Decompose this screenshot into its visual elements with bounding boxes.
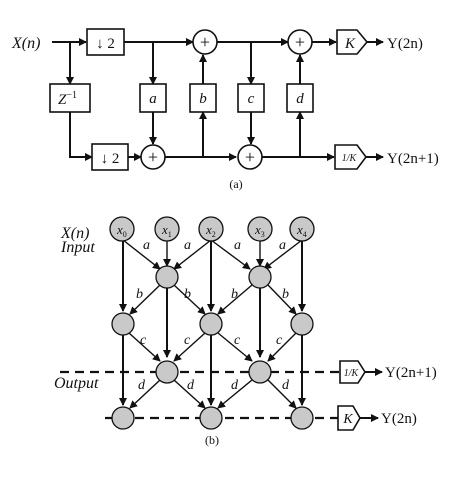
svg-text:Z−1: Z−1 <box>58 90 77 108</box>
adder-bottom-2-symbol: + <box>245 147 255 167</box>
edge-label-c: c <box>276 333 283 348</box>
downsample-label-top: ↓ 2 <box>96 36 115 52</box>
gain-label-inv-k: 1/K <box>342 153 358 164</box>
output-gain-inv-k-label: 1/K <box>344 368 360 379</box>
adder-top-2-symbol: + <box>295 32 305 52</box>
input-label-a: X(n) <box>11 35 40 52</box>
svg-text:x4: x4 <box>296 222 307 239</box>
coeff-block-a: a <box>139 83 167 113</box>
sample-x0-sub: 0 <box>123 230 127 239</box>
coeff-label-d: d <box>296 91 304 107</box>
edge-label-b: b <box>282 287 289 302</box>
svg-text:x1: x1 <box>161 222 172 239</box>
edge-label-a: a <box>143 238 150 253</box>
gain-block-k: K <box>336 29 369 55</box>
sample-node-x3: x3 <box>247 216 273 242</box>
coeff-label-a: a <box>149 91 157 107</box>
lattice-wires <box>60 239 383 422</box>
sample-node-x1: x1 <box>154 216 180 242</box>
downsample-block-top: ↓ 2 <box>86 28 125 56</box>
adder-top-1-symbol: + <box>200 32 210 52</box>
coeff-label-b: b <box>199 91 207 107</box>
output-gain-k: K <box>337 405 361 431</box>
output-gain-inv-k: 1/K <box>339 360 366 384</box>
lattice-node <box>155 360 179 384</box>
output-gain-k-label: K <box>342 412 353 427</box>
diagram-a-wires <box>52 38 384 161</box>
sample-x1-base: x <box>161 222 168 237</box>
caption-b: (b) <box>205 433 219 447</box>
adder-bottom-1: + <box>140 144 166 170</box>
input-word-label: Input <box>60 239 95 256</box>
edge-label-c: c <box>184 333 191 348</box>
caption-a: (a) <box>229 177 242 191</box>
adder-bottom-2: + <box>237 144 263 170</box>
edge-label-b: b <box>136 287 143 302</box>
lattice-node <box>248 265 272 289</box>
gain-label-k: K <box>344 36 356 52</box>
coeff-block-b: b <box>189 83 217 113</box>
downsample-block-bottom: ↓ 2 <box>91 143 129 171</box>
sample-x1-sub: 1 <box>168 230 172 239</box>
sample-node-x4: x4 <box>289 216 315 242</box>
lattice-node <box>155 265 179 289</box>
gain-block-inv-k: 1/K <box>334 144 367 170</box>
delay-label: Z <box>58 92 67 108</box>
sample-node-x2: x2 <box>198 216 224 242</box>
diagram-b: X(n) Input Output x0 x1 x2 x3 <box>54 216 437 447</box>
adder-top-2: + <box>287 29 313 55</box>
coeff-label-c: c <box>248 91 255 107</box>
sample-x2-sub: 2 <box>212 230 216 239</box>
lattice-node <box>199 312 223 336</box>
edge-label-a: a <box>234 238 241 253</box>
adder-bottom-1-symbol: + <box>148 147 158 167</box>
edge-label-c: c <box>140 333 147 348</box>
svg-text:x3: x3 <box>254 222 265 239</box>
edge-label-b: b <box>184 287 191 302</box>
lattice-node <box>290 406 314 430</box>
input-signal-label-b: X(n) <box>60 225 89 242</box>
lattice-node <box>111 406 135 430</box>
output-odd-label-a: Y(2n+1) <box>387 151 439 167</box>
output-odd-label-b: Y(2n+1) <box>385 365 437 381</box>
sample-node-x0: x0 <box>109 216 135 242</box>
sample-x0-base: x <box>116 222 123 237</box>
downsample-label-bottom: ↓ 2 <box>101 151 120 167</box>
svg-text:x0: x0 <box>116 222 127 239</box>
lattice-node <box>248 360 272 384</box>
output-word-label: Output <box>54 375 99 392</box>
sample-x2-base: x <box>205 222 212 237</box>
sample-x3-sub: 3 <box>261 230 265 239</box>
lattice-node <box>199 406 223 430</box>
edge-label-b: b <box>231 287 238 302</box>
edge-label-a: a <box>184 238 191 253</box>
output-even-label-b: Y(2n) <box>381 411 417 427</box>
edge-label-d: d <box>187 378 195 393</box>
lattice-node <box>290 312 314 336</box>
sample-x4-base: x <box>296 222 303 237</box>
edge-label-d: d <box>282 378 290 393</box>
lattice-node <box>111 312 135 336</box>
output-even-label-a: Y(2n) <box>387 36 423 52</box>
delay-block: Z−1 <box>49 83 91 113</box>
edge-label-d: d <box>138 378 146 393</box>
diagram-a: X(n) ↓ 2 ↓ 2 Z−1 a b c <box>11 28 439 191</box>
edge-label-c: c <box>234 333 241 348</box>
edge-label-d: d <box>231 378 239 393</box>
edge-label-a: a <box>279 238 286 253</box>
sample-x4-sub: 4 <box>303 230 307 239</box>
sample-x3-base: x <box>254 222 261 237</box>
coeff-block-c: c <box>237 83 265 113</box>
adder-top-1: + <box>192 29 218 55</box>
delay-exponent: −1 <box>66 90 77 101</box>
coeff-block-d: d <box>286 83 314 113</box>
svg-text:x2: x2 <box>205 222 216 239</box>
